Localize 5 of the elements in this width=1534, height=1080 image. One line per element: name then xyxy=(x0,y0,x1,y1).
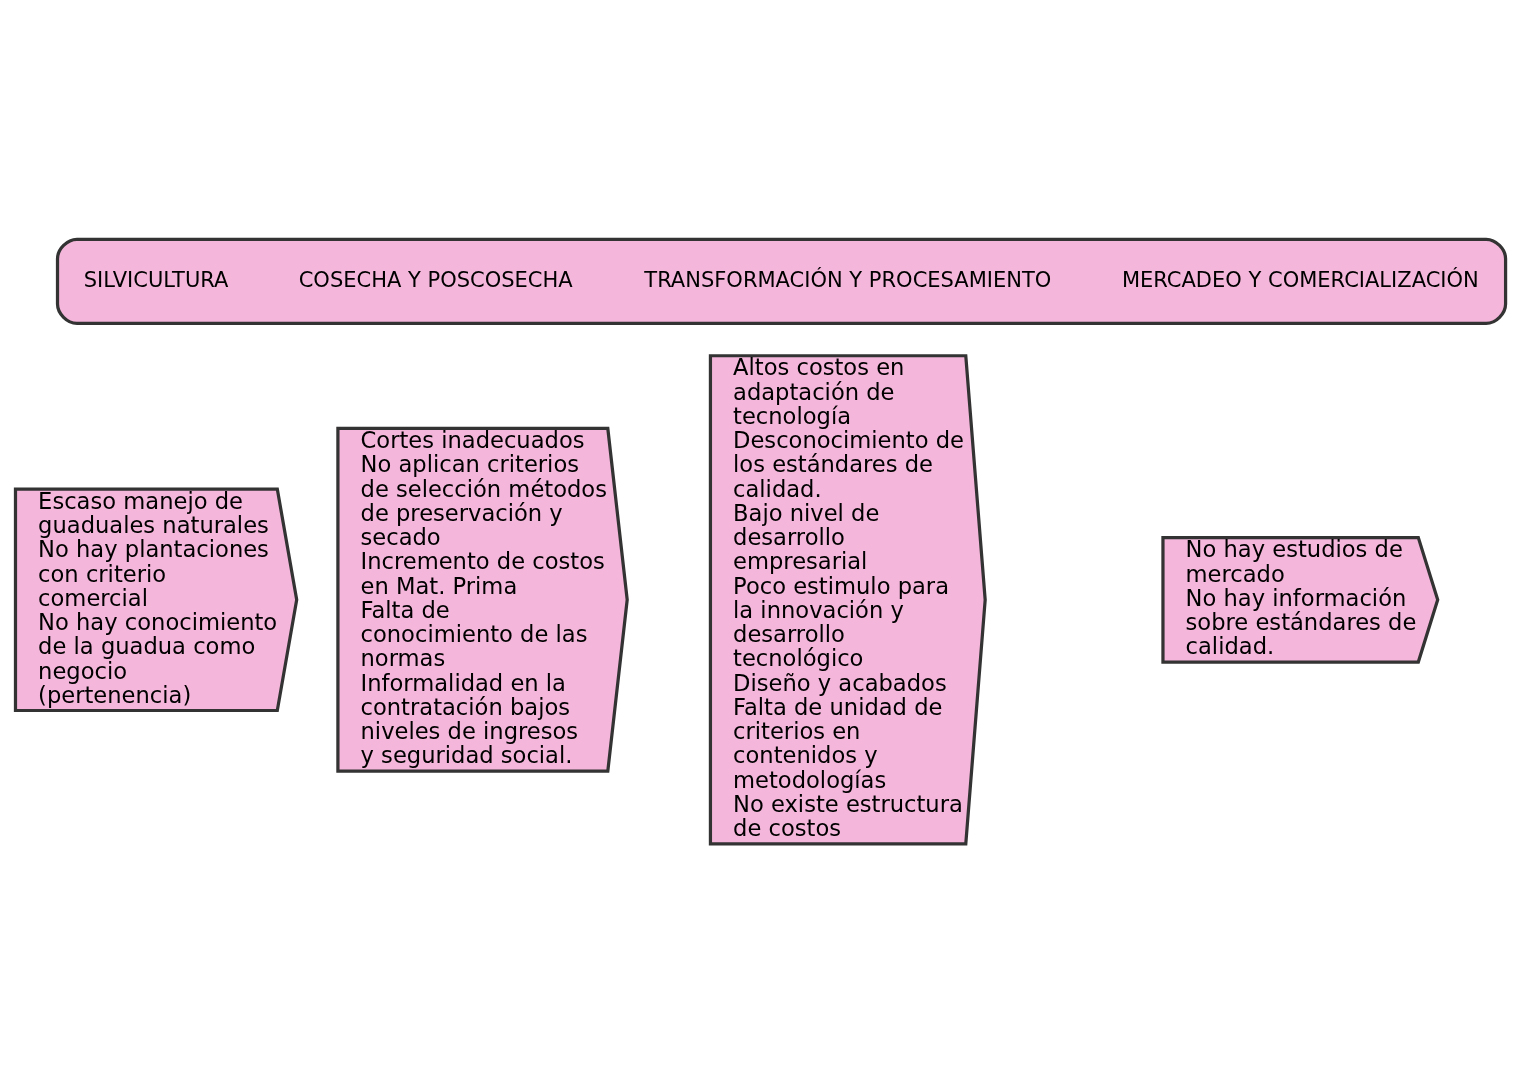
node-text: TRANSFORMACIÓN Y PROCESAMIENTO xyxy=(644,266,1052,292)
node-text: MERCADEO Y COMERCIALIZACIÓN xyxy=(1121,266,1479,292)
node-text: COSECHA Y POSCOSECHA xyxy=(298,266,573,292)
cluster xyxy=(55,237,1508,326)
node-text: SILVICULTURA xyxy=(83,266,229,292)
